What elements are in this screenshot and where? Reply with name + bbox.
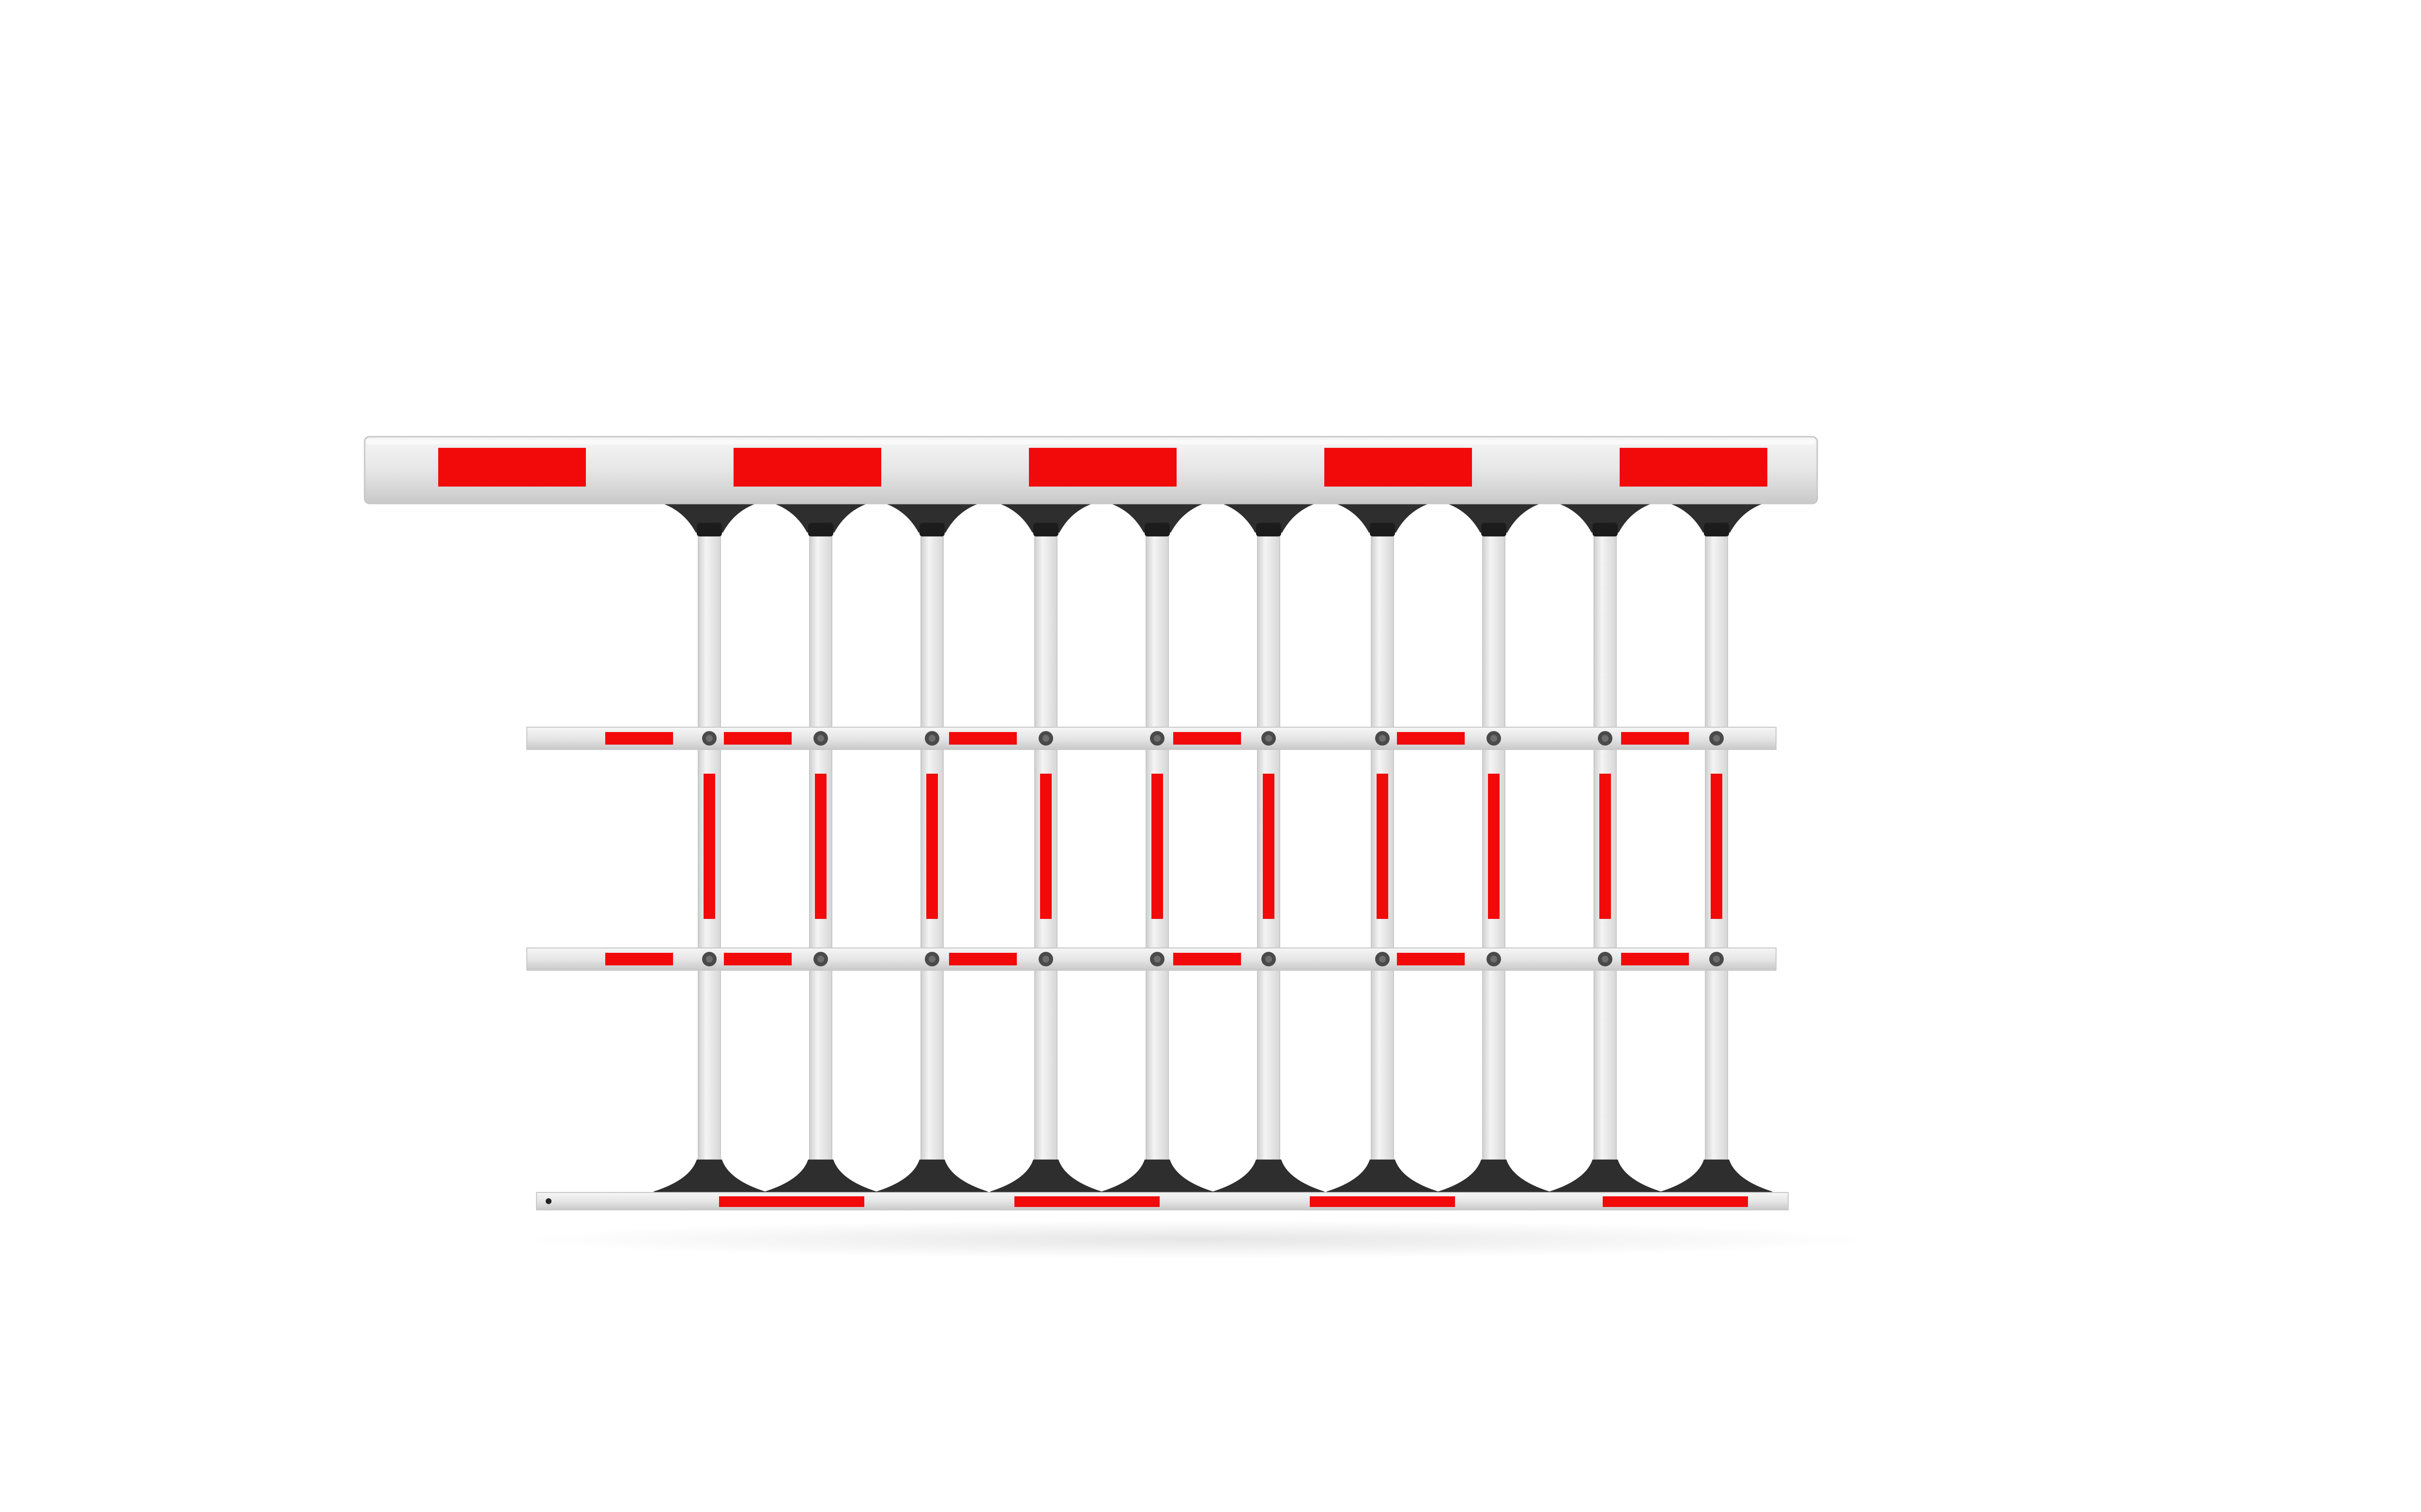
top-joint-collar [919, 523, 945, 536]
top-joint [1215, 502, 1322, 533]
bottom-reflector [1310, 1196, 1455, 1207]
post-reflector [1599, 774, 1611, 919]
vertical-posts [698, 508, 1728, 1182]
rail-reflector [1621, 953, 1689, 965]
bottom-reflector [719, 1196, 864, 1207]
bolt-center [817, 956, 824, 962]
bottom-joint [765, 1160, 876, 1194]
bottom-joint [1213, 1160, 1324, 1194]
post-reflector [815, 774, 827, 919]
end-hole [546, 1198, 552, 1204]
rail-reflector [949, 953, 1017, 965]
top-joint [1440, 502, 1547, 533]
post-reflector [1711, 774, 1722, 919]
bottom-reflector [1603, 1196, 1748, 1207]
bolt-center [1042, 956, 1049, 962]
top-joint-collar [1145, 523, 1170, 536]
bolt-center [1602, 956, 1609, 962]
bolt-center [1265, 735, 1272, 742]
rail-reflector [1173, 953, 1241, 965]
post-reflector [1040, 774, 1052, 919]
top-joint-collar [1033, 523, 1058, 536]
rail-reflector [1173, 732, 1241, 745]
bottom-joint [876, 1160, 988, 1194]
horizontal-rails [526, 727, 1777, 971]
post-reflector [926, 774, 938, 919]
bottom-joint [1438, 1160, 1549, 1194]
top-beam-reflector [1029, 448, 1177, 487]
post-reflector [1377, 774, 1388, 919]
bottom-joint [1102, 1160, 1213, 1194]
ground-shadow [518, 1220, 1874, 1259]
top-joint-collar [1256, 523, 1281, 536]
bolt-center [1154, 956, 1161, 962]
top-joint-collar [1593, 523, 1618, 536]
bottom-joint [1661, 1160, 1772, 1194]
post-reflector [1488, 774, 1500, 919]
top-joint-collar [1481, 523, 1506, 536]
top-joint-collar [1704, 523, 1729, 536]
bolt-center [1602, 735, 1609, 742]
rail-reflector [1397, 732, 1465, 745]
top-joint [879, 502, 985, 533]
top-joint [1329, 502, 1436, 533]
bottom-joint [1549, 1160, 1661, 1194]
top-joints [656, 502, 1770, 536]
bolt-center [1490, 956, 1497, 962]
top-beam [364, 436, 1818, 504]
rail-reflector [724, 953, 792, 965]
bolt-center [706, 735, 713, 742]
rail-reflector [724, 732, 792, 745]
bolt-center [929, 735, 935, 742]
top-beam-highlight [367, 440, 1815, 444]
top-beam-reflector [734, 448, 881, 487]
bottom-joint [1327, 1160, 1438, 1194]
top-joint [1104, 502, 1210, 533]
top-beam-reflector [438, 448, 586, 487]
bottom-joints [654, 1160, 1772, 1194]
top-joint [993, 502, 1099, 533]
top-joint [767, 502, 874, 533]
top-beam-reflector [1620, 448, 1767, 487]
rail-reflector [1397, 953, 1465, 965]
rail-reflector [605, 732, 673, 745]
top-joint-collar [697, 523, 722, 536]
top-joint-collar [808, 523, 833, 536]
rail-reflector [949, 732, 1017, 745]
bolt-center [1490, 735, 1497, 742]
bottom-joint [990, 1160, 1102, 1194]
bolt-center [1713, 956, 1720, 962]
bolt-center [817, 735, 824, 742]
bolt-center [1265, 956, 1272, 962]
post-reflector [1151, 774, 1163, 919]
bolt-center [1379, 735, 1386, 742]
bolt-center [1154, 735, 1161, 742]
bottom-reflector [1014, 1196, 1160, 1207]
top-joint-collar [1370, 523, 1395, 536]
post-reflectors [704, 774, 1722, 919]
bottom-bar [536, 1192, 1789, 1210]
top-joint [1552, 502, 1658, 533]
vertical-post [1482, 508, 1505, 1182]
bolt-center [1379, 956, 1386, 962]
rail-reflector [1621, 732, 1689, 745]
post-reflector [704, 774, 715, 919]
bottom-joint [654, 1160, 765, 1194]
top-beam-reflector [1324, 448, 1472, 487]
bolt-center [706, 956, 713, 962]
top-joint [656, 502, 763, 533]
bolt-center [1713, 735, 1720, 742]
post-reflector [1263, 774, 1274, 919]
top-joint [1663, 502, 1770, 533]
bolt-center [1042, 735, 1049, 742]
bolt-center [929, 956, 935, 962]
rail-reflector [605, 953, 673, 965]
